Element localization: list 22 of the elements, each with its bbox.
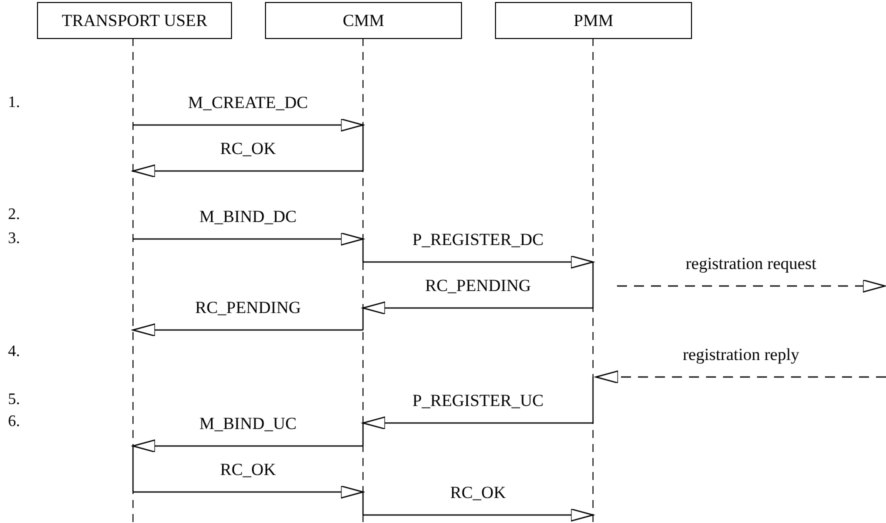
step-number: 2. (8, 205, 20, 225)
step-number: 4. (8, 342, 20, 362)
message-arrow (132, 164, 363, 178)
participant-name: TRANSPORT USER (62, 10, 208, 30)
message-arrow (362, 416, 593, 430)
message-arrow (133, 485, 364, 499)
message-arrow (363, 508, 594, 522)
message-arrow (617, 279, 886, 293)
message-arrow (363, 255, 594, 269)
message-arrow (133, 232, 364, 246)
message-arrow (132, 323, 363, 337)
message-arrow (362, 301, 593, 315)
participant-name: PMM (574, 10, 614, 30)
message-arrow (132, 439, 363, 453)
step-number: 5. (8, 390, 20, 410)
step-number: 6. (8, 412, 20, 432)
message-arrow (133, 118, 364, 132)
step-number: 1. (8, 93, 20, 113)
participant-name: CMM (342, 10, 384, 30)
message-arrow (595, 370, 886, 384)
message-label: registration reply (680, 345, 802, 365)
step-number: 3. (8, 229, 20, 249)
